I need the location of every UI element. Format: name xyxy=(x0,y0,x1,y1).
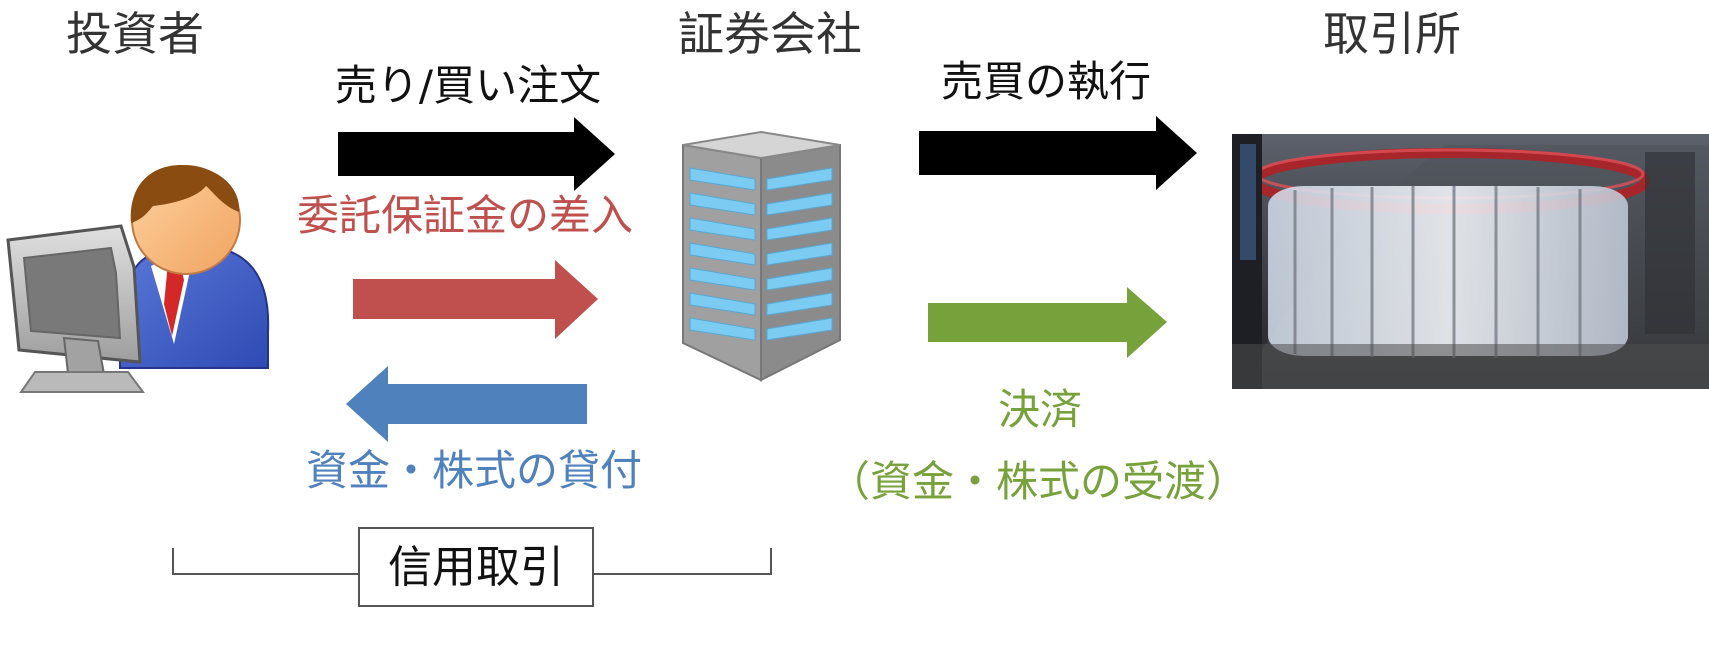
settlement-detail-label: （資金・株式の受渡） xyxy=(828,457,1248,506)
investor-icon xyxy=(6,164,270,393)
broker-label: 証券会社 xyxy=(678,7,862,61)
investor-label: 投資者 xyxy=(66,7,204,61)
margin-trading-bracket: 信用取引 xyxy=(172,527,772,607)
execution-arrow xyxy=(919,116,1197,190)
lending-arrow xyxy=(346,366,587,442)
settlement-arrow xyxy=(928,287,1167,358)
margin-trading-label: 信用取引 xyxy=(388,542,564,593)
margin-deposit-label: 委託保証金の差入 xyxy=(297,191,633,240)
margin-deposit-arrow xyxy=(353,260,598,339)
settlement-label: 決済 xyxy=(998,385,1082,434)
execution-label: 売買の執行 xyxy=(941,57,1151,106)
exchange-label: 取引所 xyxy=(1323,7,1461,61)
office-building-icon xyxy=(682,130,841,382)
order-label: 売り/買い注文 xyxy=(335,61,601,110)
order-arrow xyxy=(338,117,615,191)
exchange-floor-image xyxy=(1232,134,1709,389)
lending-label: 資金・株式の貸付 xyxy=(306,446,642,495)
